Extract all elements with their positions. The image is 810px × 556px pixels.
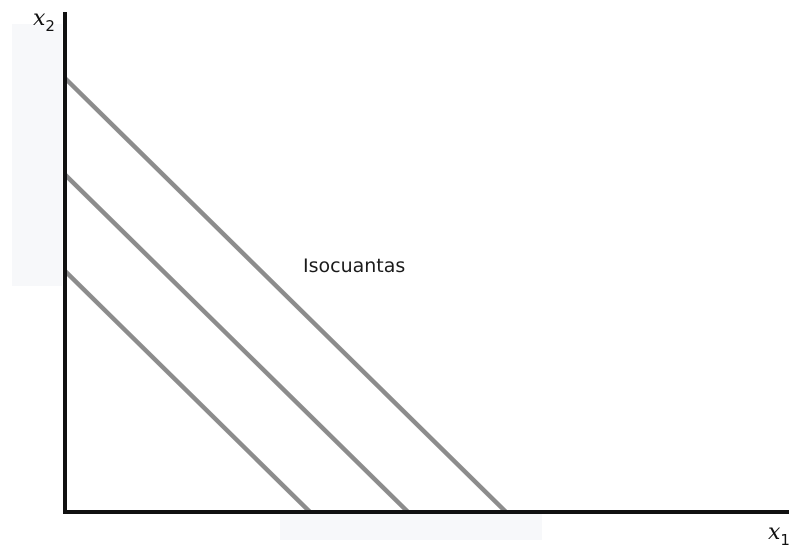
y-axis-label: x2 bbox=[33, 6, 55, 35]
isoquant-line-3 bbox=[63, 76, 508, 514]
x-axis-label-main: x bbox=[768, 520, 781, 545]
y-axis-label-subscript: 2 bbox=[45, 17, 55, 35]
isoquant-line-1 bbox=[63, 269, 312, 514]
bottom-shade bbox=[280, 514, 542, 540]
isoquant-lines bbox=[63, 76, 508, 514]
isoquants-label: Isocuantas bbox=[303, 255, 405, 277]
isoquant-line-2 bbox=[63, 172, 410, 514]
left-shade bbox=[12, 24, 62, 286]
x-axis-label: x1 bbox=[768, 520, 790, 549]
x-axis-label-subscript: 1 bbox=[780, 531, 790, 549]
y-axis-label-main: x bbox=[33, 6, 46, 31]
